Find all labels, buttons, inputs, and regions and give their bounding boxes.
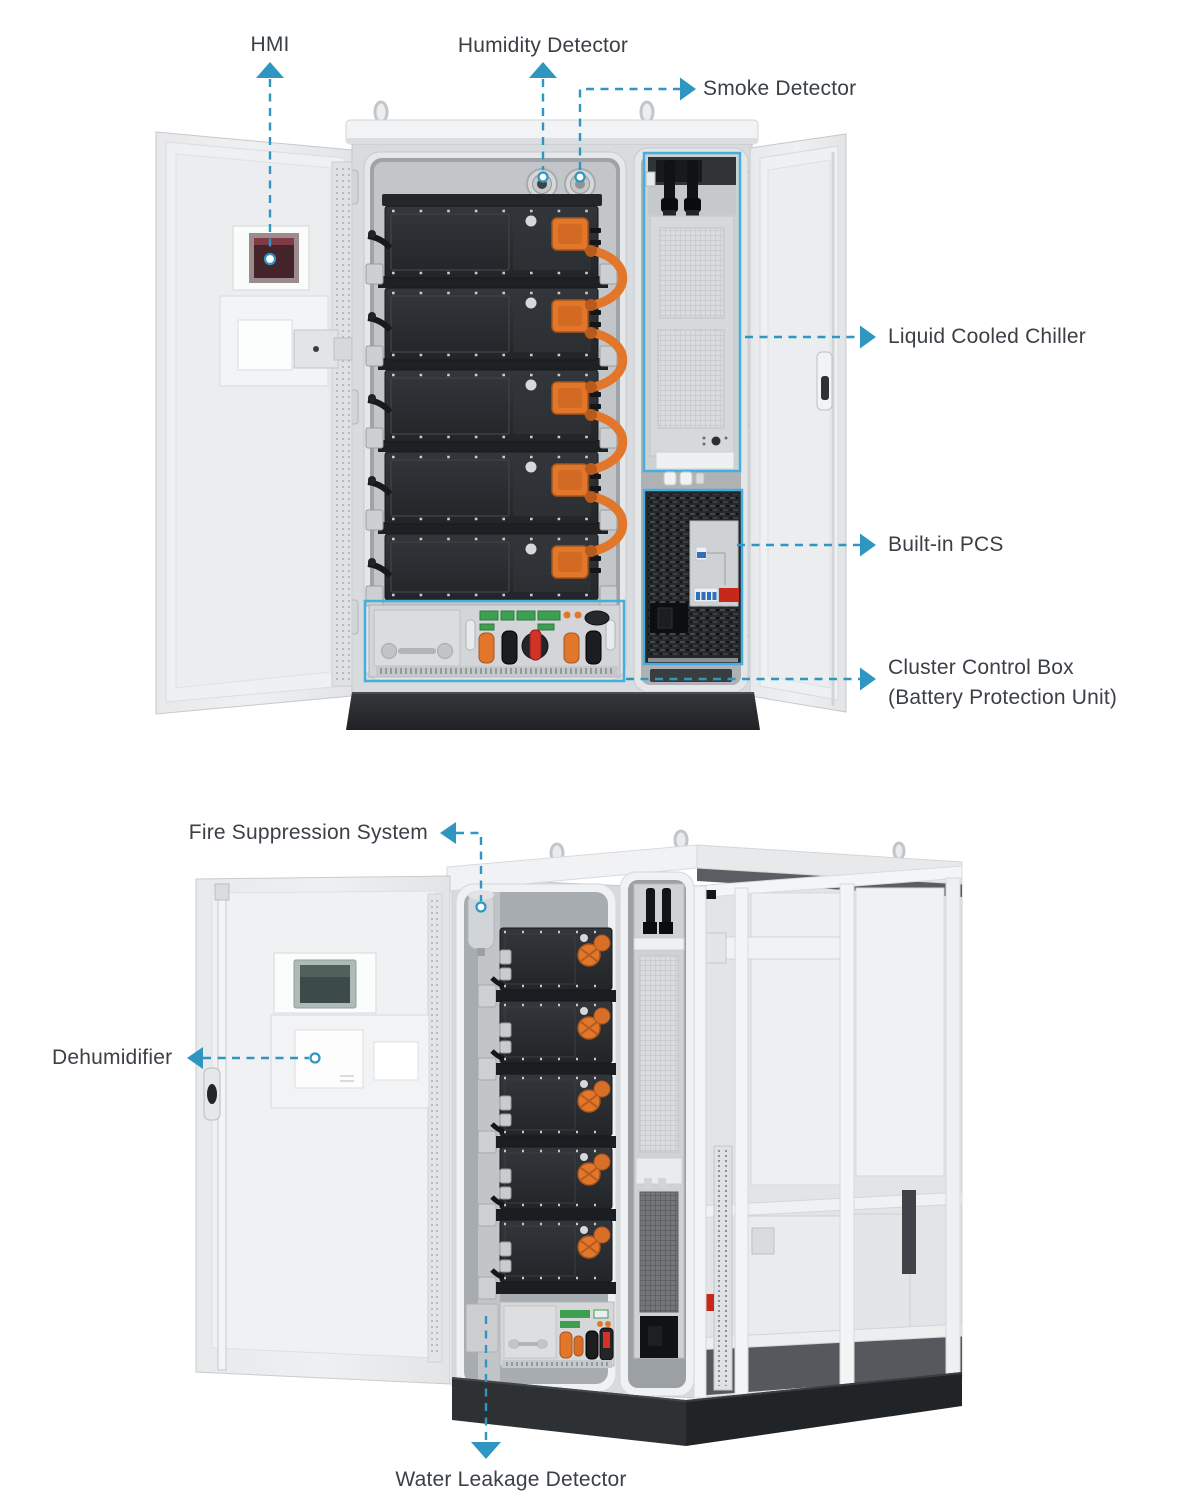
built-in-pcs [642,488,744,666]
chiller-highlight [642,151,742,473]
fire-endpoint-marker [475,901,487,913]
cluster-control-box [363,599,626,683]
perspective-battery-compartment [455,883,617,1393]
battery-module-perspective [490,1219,616,1294]
fire-arrow-icon [440,822,456,844]
dehumidifier-endpoint-marker [309,1052,321,1064]
door-lock-rod [217,887,227,1371]
smoke-arrow-icon [680,77,696,101]
label-fire-suppression-system: Fire Suppression System [188,821,428,844]
label-cluster-control-box-line1: Cluster Control Box [888,656,1074,679]
battery-module-perspective [490,1000,616,1075]
battery-module [365,533,618,607]
front-right-door [749,133,847,713]
breaker-switches [696,592,717,600]
dehumidifier-arrow-icon [187,1047,203,1069]
hmi-endpoint-marker [263,252,277,266]
battery-module-perspective [490,927,616,1002]
water-arrow-icon [471,1442,501,1459]
humidity-arrow-icon [529,62,557,78]
pcs-arrow-icon [860,533,876,557]
label-dehumidifier: Dehumidifier [52,1046,173,1069]
label-cluster-control-box-line2: (Battery Protection Unit) [888,686,1118,709]
battery-module-perspective [490,1073,616,1148]
hmi-mount-plate [219,295,353,387]
perspective-base-plinth [451,1372,963,1446]
front-view-illustration [155,100,847,730]
perspective-left-door [195,875,451,1385]
label-smoke-detector: Smoke Detector [703,77,857,100]
battery-jumper-cables [584,245,628,557]
liquid-cooled-chiller [642,151,742,486]
water-leakage-detector-box [465,1303,499,1353]
callout-end-markers [263,171,586,1064]
callout-arrowheads [187,62,876,1459]
smoke-connector-line [578,87,680,170]
cluster-control-box-highlight [363,599,626,683]
callout-connectors [203,79,860,1442]
cluster-control-box-perspective [499,1301,615,1368]
door-hinge-brackets [477,984,497,1300]
cabinet-top-cap [345,119,759,145]
battery-module-stack-front [365,205,628,607]
label-liquid-cooled-chiller: Liquid Cooled Chiller [888,325,1086,348]
humidity-endpoint-marker [537,171,549,183]
hmi-arrow-icon [256,62,284,78]
door-equipment-box [237,319,293,371]
humidity-detector [526,168,558,200]
front-left-door [155,131,353,715]
pcs-highlight [642,488,744,666]
label-cluster-control-box: Cluster Control Box (Battery Protection … [888,653,1117,713]
battery-module [365,205,618,288]
chiller-arrow-icon [860,325,876,349]
perspective-view-illustration [195,829,963,1446]
battery-module [365,287,618,370]
battery-module [365,451,618,534]
lifting-lugs-front [373,100,655,124]
bay-top-rail [382,194,602,206]
cluster-arrow-icon [860,667,876,691]
cable-connector-nubs [585,245,597,557]
middle-equipment-column [619,871,695,1397]
terminal-blocks [479,610,561,631]
battery-module-perspective [490,1146,616,1221]
dehumidifier-unit [270,1014,430,1109]
hmi-display-perspective [273,952,377,1014]
coolant-pipes [661,160,701,218]
label-hmi: HMI [250,33,290,56]
label-humidity-detector: Humidity Detector [457,34,629,57]
label-built-in-pcs: Built-in PCS [888,533,1004,556]
interior-frame-structure [693,865,963,1399]
cable-duct-strip [713,1145,733,1391]
smoke-endpoint-marker [574,171,586,183]
battery-module [365,369,618,452]
front-base-plinth [346,692,760,730]
label-water-leakage-detector: Water Leakage Detector [395,1468,627,1491]
equipment-bay [633,147,749,693]
